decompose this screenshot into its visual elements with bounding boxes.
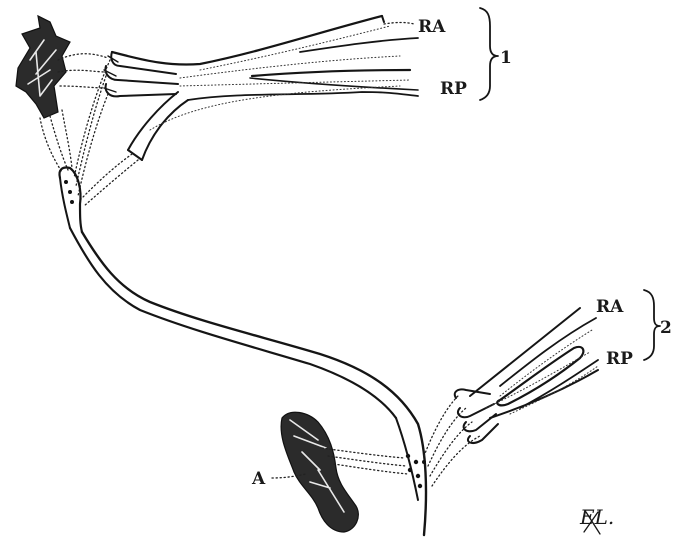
label-rp-1: RP — [440, 79, 467, 99]
nerve-bundle-1 — [104, 16, 418, 160]
label-rp-2: RP — [606, 349, 633, 369]
label-group-2: 2 — [660, 318, 672, 338]
lower-bone-fragment — [281, 412, 358, 532]
brace-1 — [480, 8, 498, 100]
upper-bone-fragment — [16, 16, 70, 118]
brace-2 — [644, 290, 660, 360]
long-nerve-cord — [59, 167, 426, 535]
nerve-bundle-2 — [455, 308, 598, 443]
label-group-1: 1 — [500, 48, 512, 68]
lower-dotted-connections — [322, 396, 480, 486]
label-ra-1: RA — [418, 17, 446, 37]
label-ra-2: RA — [596, 297, 624, 317]
label-a: A — [251, 469, 266, 489]
artist-signature: EL. — [579, 505, 614, 529]
